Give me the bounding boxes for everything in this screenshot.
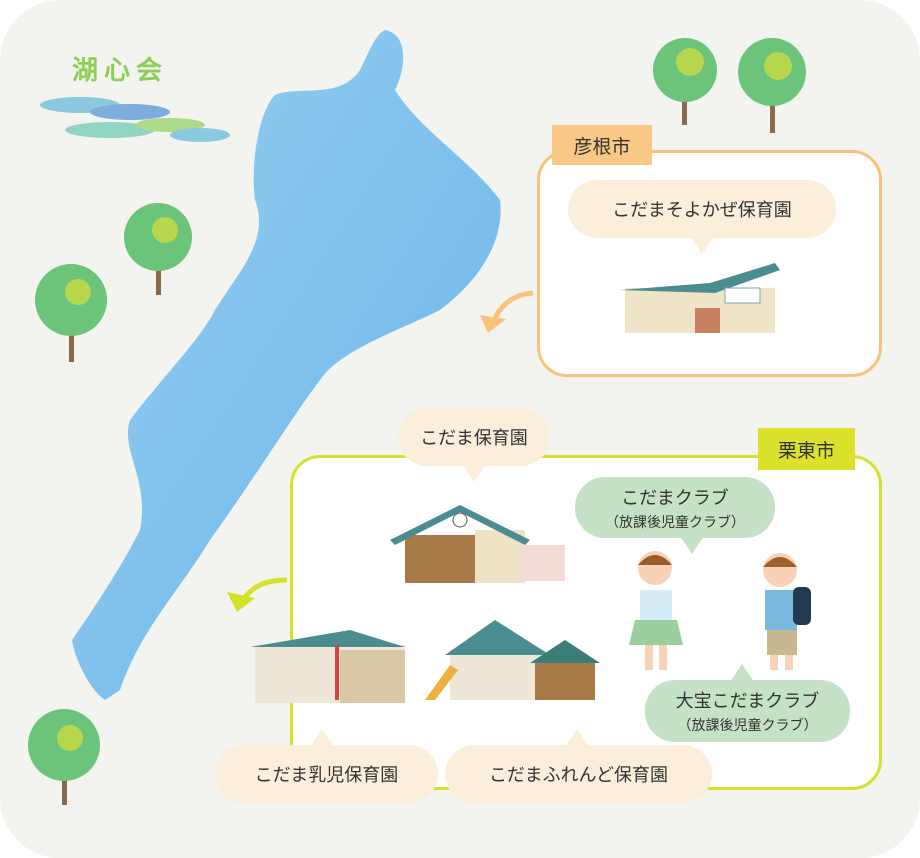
logo-text: 湖心会	[72, 56, 169, 86]
bubble-kodama-nyuji: こだま乳児保育園	[215, 729, 438, 803]
facility-name: こだま乳児保育園	[254, 765, 399, 786]
lake-biwa	[72, 30, 501, 700]
bubble-kodama-soyokaze: こだまそよかぜ保育園	[568, 180, 836, 254]
children-illustration	[629, 551, 811, 670]
building-kodama-friend	[425, 620, 600, 700]
ritto-label: 栗東市	[758, 428, 855, 470]
building-kodama-hoikuen	[390, 505, 565, 583]
facility-name: こだまふれんど保育園	[488, 765, 669, 786]
building-soyokaze	[620, 263, 780, 333]
facility-subtitle: （放課後児童クラブ）	[605, 514, 745, 531]
arrow-to-ritto	[227, 577, 288, 612]
bubble-kodama-friend: こだまふれんど保育園	[445, 729, 712, 803]
bubble-kodama-club: こだまクラブ （放課後児童クラブ）	[575, 477, 775, 554]
bubble-daiho-kodama-club: 大宝こだまクラブ （放課後児童クラブ）	[645, 664, 850, 742]
tree-icons	[28, 38, 806, 805]
facility-subtitle: （放課後児童クラブ）	[677, 718, 818, 734]
fish-school-logo	[40, 97, 230, 142]
arrow-to-hikone	[480, 290, 534, 333]
building-kodama-nyuji	[250, 630, 405, 703]
facility-name: こだまクラブ	[621, 487, 729, 509]
facility-name: 大宝こだまクラブ	[675, 691, 820, 712]
hikone-label: 彦根市	[552, 125, 652, 165]
facility-name: こだま保育園	[420, 428, 528, 449]
facility-name: こだまそよかぜ保育園	[612, 200, 792, 221]
bubble-kodama-hoikuen: こだま保育園	[398, 408, 550, 482]
